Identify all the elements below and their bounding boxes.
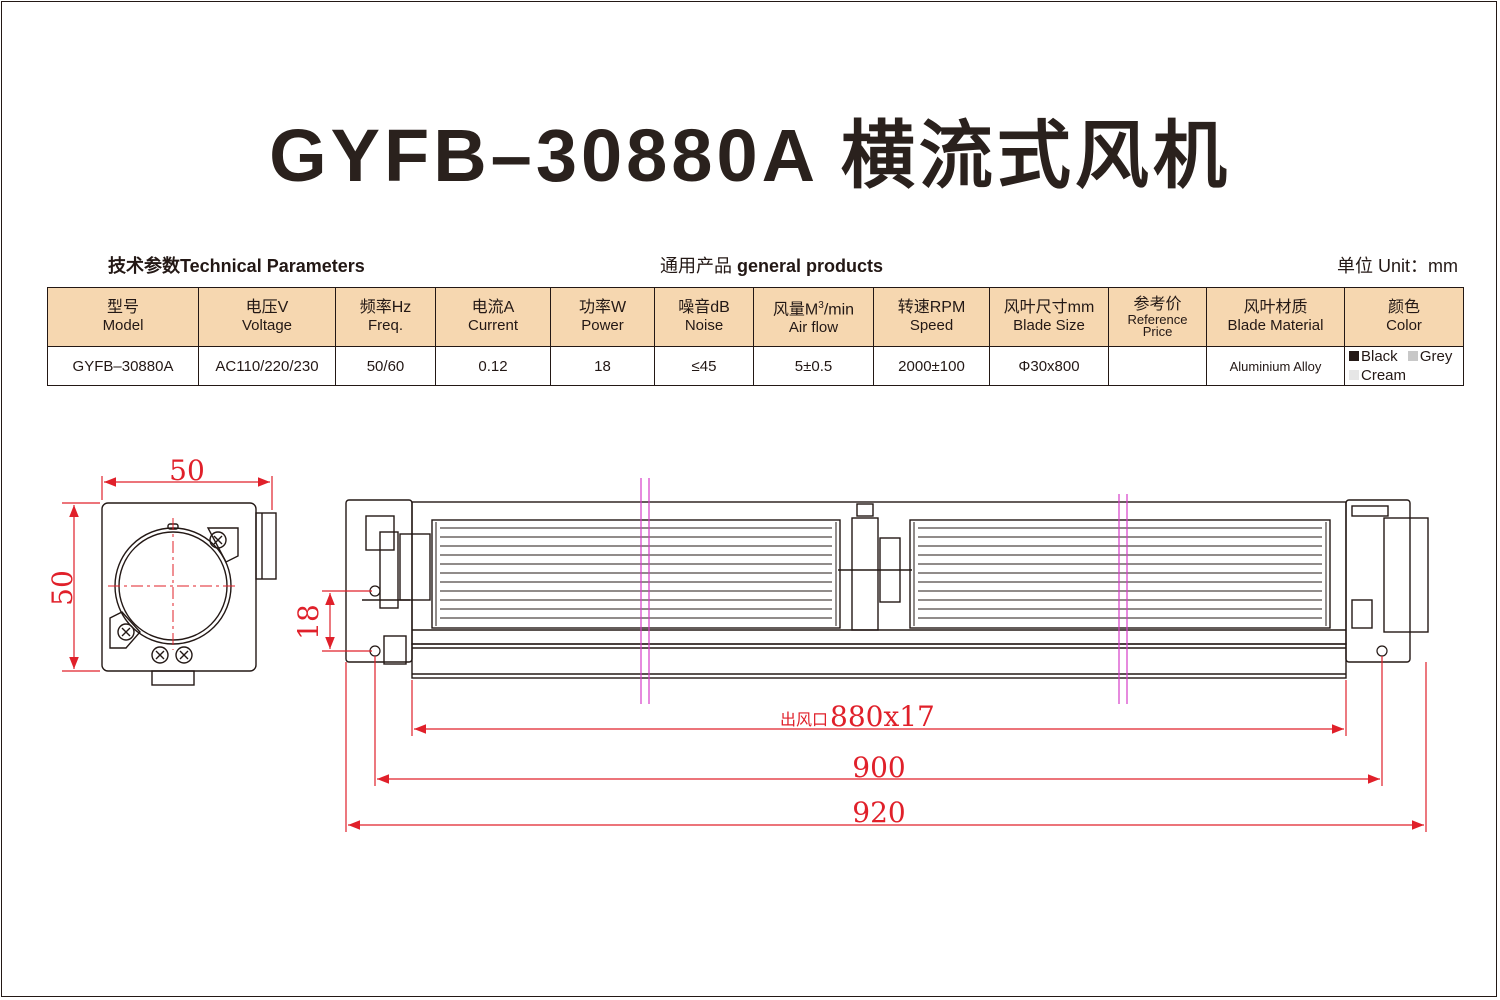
side-dim-lines (62, 476, 273, 672)
mounting-hole-right-icon (1376, 645, 1388, 657)
color-cream: Cream (1349, 367, 1406, 384)
cell-model: GYFB–30880A (47, 346, 199, 386)
top-screw-icon (209, 531, 227, 549)
left-screw-icon (117, 623, 135, 641)
cell-noise: ≤45 (654, 346, 754, 386)
left-end-cap (345, 499, 413, 663)
black-swatch-icon (1349, 351, 1359, 361)
cell-material: Aluminium Alloy (1206, 346, 1345, 386)
overall-length-dimension: 920 (852, 796, 905, 829)
cell-airflow: 5±0.5 (753, 346, 874, 386)
spec-data-row: GYFB–30880A AC110/220/230 50/60 0.12 18 … (47, 346, 1464, 386)
general-products-en: general products (737, 256, 884, 276)
cell-price (1108, 346, 1207, 386)
impeller-blades (435, 522, 1327, 626)
right-end-cap (1345, 499, 1411, 663)
side-height-dimension: 50 (46, 570, 79, 606)
mount-height-dimension: 18 (292, 604, 325, 640)
cell-voltage: AC110/220/230 (198, 346, 336, 386)
outlet-dimension: 880x17 (830, 700, 935, 733)
impeller-centerlines (640, 478, 1128, 704)
cell-speed: 2000±100 (873, 346, 990, 386)
outlet-prefix-label: 出风口 (780, 710, 828, 729)
front-dim-lines (322, 590, 1427, 832)
technical-parameters-label: 技术参数Technical Parameters (108, 256, 365, 276)
cream-swatch-icon (1349, 370, 1359, 380)
color-black: Black (1349, 348, 1398, 365)
terminal-screw-1-icon (151, 646, 169, 664)
cell-color: Black Grey Cream (1344, 346, 1464, 386)
general-products-label: 通用产品 general products (660, 252, 883, 278)
side-view-centerlines (108, 518, 238, 650)
air-outlet (411, 643, 1347, 679)
right-impeller (909, 519, 1331, 629)
cell-power: 18 (550, 346, 655, 386)
mount-spacing-dimension: 900 (852, 751, 905, 784)
color-grey: Grey (1407, 348, 1452, 365)
cell-blade-size: Φ30x800 (989, 346, 1109, 386)
unit-label: 单位 Unit：mm (1337, 256, 1458, 276)
cell-freq: 50/60 (335, 346, 436, 386)
grey-swatch-icon (1407, 351, 1418, 361)
side-view-terminal (151, 670, 195, 686)
motor-housing (1383, 517, 1429, 633)
page-title: GYFB–30880A 横流式风机 (269, 114, 1231, 197)
center-bearing (851, 517, 879, 631)
front-view (345, 499, 1429, 679)
cell-current: 0.12 (435, 346, 551, 386)
side-view-bracket (255, 512, 277, 580)
side-view (101, 502, 277, 686)
side-width-dimension: 50 (169, 454, 205, 487)
general-products-cn: 通用产品 (660, 256, 738, 276)
terminal-screw-2-icon (175, 646, 193, 664)
left-impeller (431, 519, 841, 629)
